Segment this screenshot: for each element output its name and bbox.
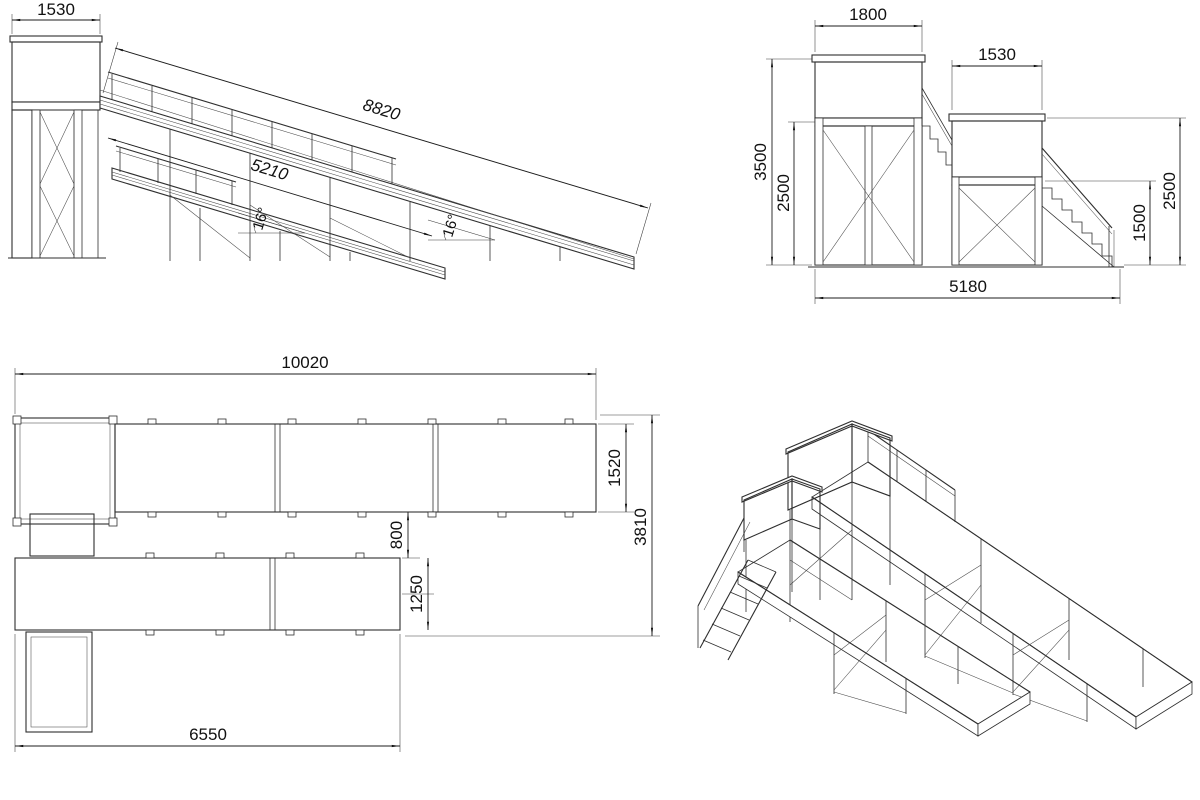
dim-label-gap: 800	[387, 521, 406, 549]
dim-label-total-width: 3810	[631, 508, 650, 546]
iso-mid-platform	[741, 475, 823, 612]
dim-label-base-length: 5180	[949, 277, 987, 296]
front-elevation-view: 1800 1530 3500 2500 1500	[751, 5, 1186, 304]
dim-label-slide-long: 8820	[361, 95, 403, 124]
iso-stairs	[697, 517, 777, 661]
side-elevation-view: 1530 8820 5210 16° 16°	[8, 0, 652, 280]
iso-tower	[785, 420, 893, 622]
dim-front-height-total: 3500	[751, 58, 812, 266]
dim-front-height-floor: 2500	[774, 121, 815, 265]
plan-strip1-posts	[147, 418, 574, 518]
plan-stairs-block	[25, 631, 93, 733]
iso-long-slide-railing	[867, 429, 956, 522]
iso-long-slide	[811, 461, 1193, 730]
dim-label-tower-width: 1800	[849, 5, 887, 24]
plan-platform-block	[12, 415, 118, 527]
dim-label-platform-width: 1530	[978, 45, 1016, 64]
dim-label-angle-2: 16°	[440, 213, 463, 240]
dim-side-slide-short: 5210	[107, 137, 433, 237]
front-tall-tower	[811, 54, 926, 266]
front-right-stairs	[1041, 147, 1115, 268]
isometric-view	[697, 420, 1193, 737]
dim-label-angle-1: 16°	[250, 206, 273, 233]
dim-label-slide2-length: 6550	[189, 725, 227, 744]
dim-label-slide2-width: 1250	[407, 575, 426, 613]
dim-plan-slide2-width: 1250	[402, 558, 434, 630]
front-connector-stairs	[921, 87, 953, 177]
dim-label-total-length: 10020	[281, 353, 328, 372]
iso-short-slide	[737, 539, 1031, 737]
plan-landing-block	[29, 513, 95, 557]
dim-front-tower-width: 1800	[814, 5, 923, 52]
dim-plan-slide2-length: 6550	[14, 634, 401, 752]
side-tower	[8, 35, 106, 259]
dim-front-platform-rail: 2500	[1047, 117, 1186, 266]
dim-label-platform-floor: 1500	[1130, 204, 1149, 242]
plan-short-slide-strip	[14, 552, 401, 636]
plan-long-slide-strip	[114, 418, 597, 518]
dim-label-slide1-width: 1520	[605, 449, 624, 487]
dim-side-top-width: 1530	[11, 0, 101, 34]
dim-plan-total-width: 3810	[405, 414, 660, 637]
front-small-platform	[948, 113, 1046, 266]
dim-label-side-top-width: 1530	[37, 0, 75, 19]
plan-view: 10020 1520 800 1250 3810	[12, 353, 660, 752]
dim-plan-slide1-width: 1520	[598, 423, 634, 513]
dim-side-angle-2: 16°	[427, 213, 496, 241]
side-slide-supports	[169, 129, 561, 261]
iso-long-slide-supports	[924, 539, 1144, 722]
dim-front-base-length: 5180	[814, 269, 1121, 304]
dim-plan-gap: 800	[387, 511, 420, 559]
dim-label-height-total: 3500	[751, 143, 770, 181]
dim-label-platform-rail: 2500	[1160, 172, 1179, 210]
dim-front-platform-floor: 1500	[1045, 180, 1156, 266]
dim-side-slide-long: 8820	[102, 41, 652, 255]
dim-front-platform-width: 1530	[951, 45, 1043, 110]
dim-label-height-floor: 2500	[774, 174, 793, 212]
iso-short-slide-supports	[833, 601, 959, 714]
dim-side-angle-1: 16°	[237, 206, 306, 234]
dim-plan-total-length: 10020	[14, 353, 597, 420]
